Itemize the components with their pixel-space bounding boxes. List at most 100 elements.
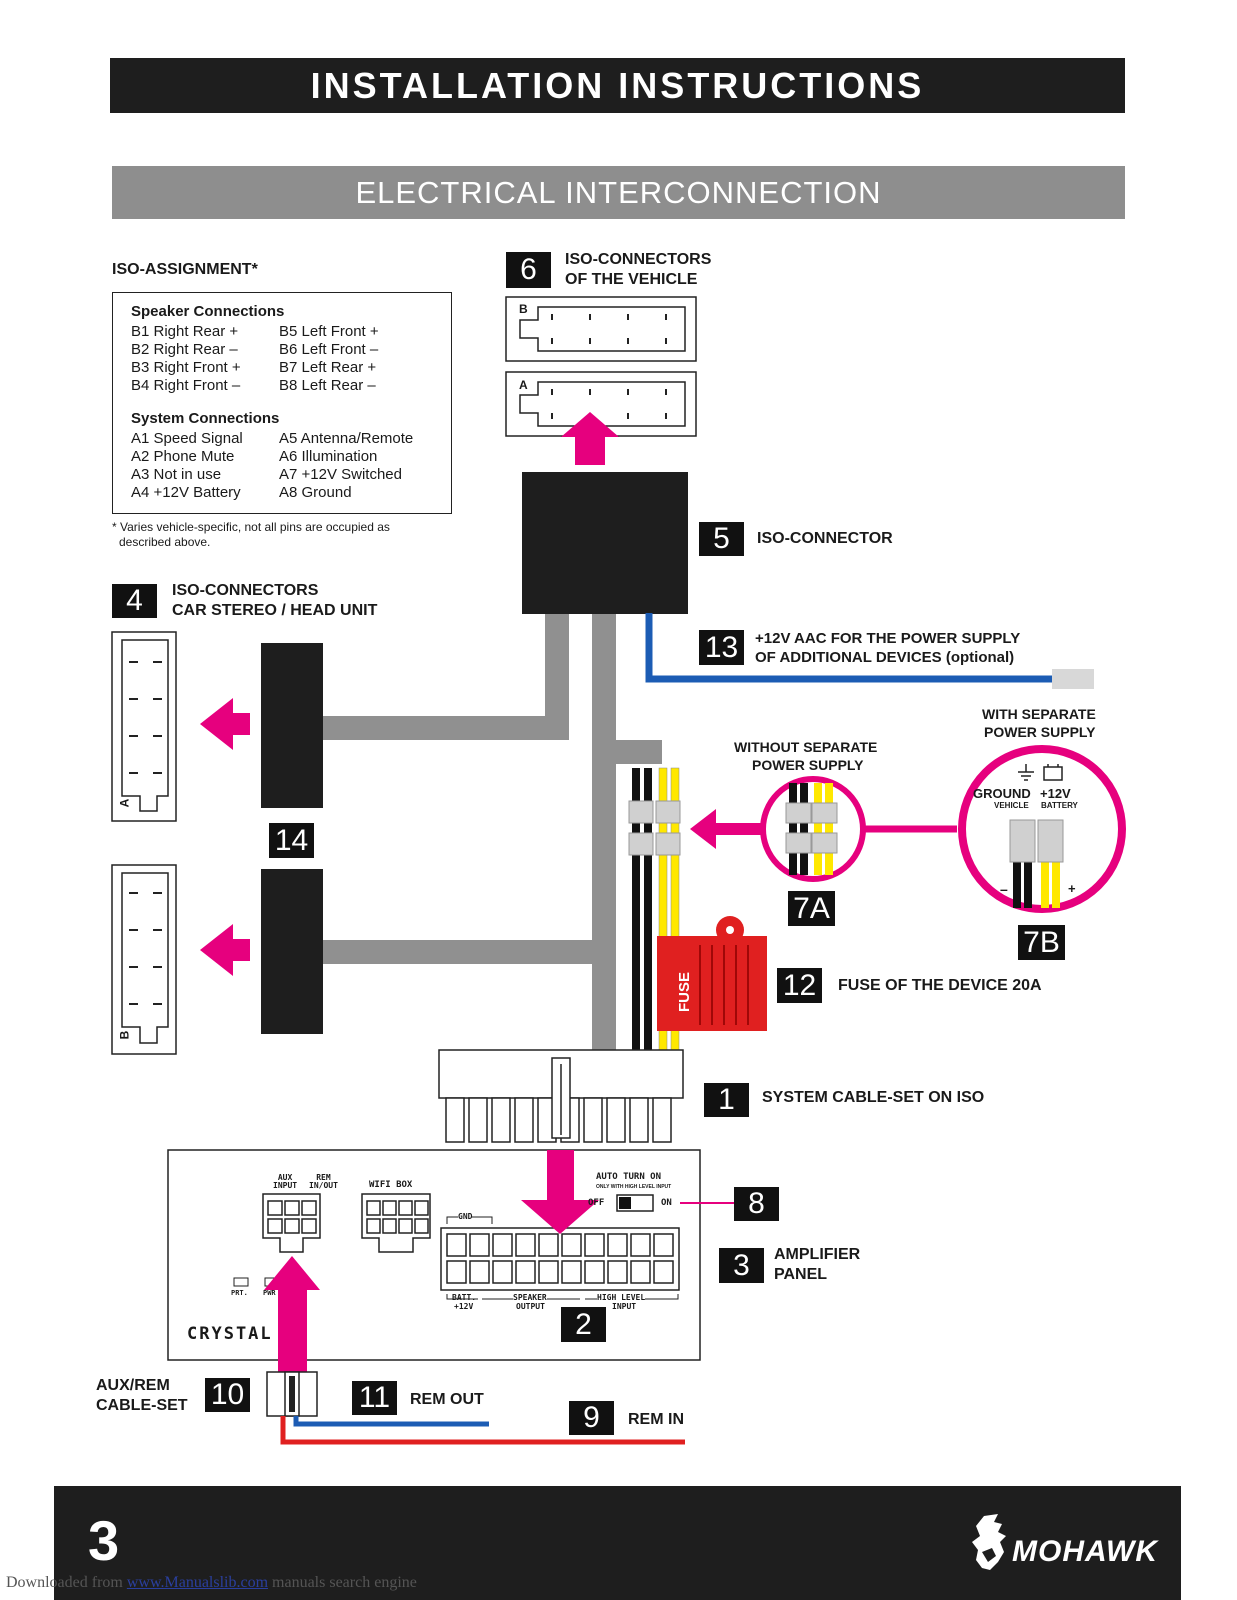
list-item: A2 Phone Mute bbox=[131, 448, 235, 465]
head-unit-plug-b bbox=[261, 869, 323, 1034]
item-number: 3 bbox=[719, 1248, 764, 1283]
speaker-label: SPEAKER bbox=[513, 1293, 547, 1302]
footnote: described above. bbox=[119, 535, 211, 549]
list-item: B8 Left Rear – bbox=[279, 377, 376, 394]
item-number: 12 bbox=[777, 968, 822, 1003]
iso-assignment-title: ISO-ASSIGNMENT* bbox=[112, 261, 258, 278]
item-number: 1 bbox=[704, 1083, 749, 1117]
gnd-label: GND bbox=[458, 1212, 473, 1221]
head-unit-plug-a bbox=[261, 643, 323, 808]
input-label: INPUT bbox=[612, 1302, 637, 1311]
aux-rem-plug bbox=[266, 1371, 318, 1417]
arrow-down-icon bbox=[521, 1150, 599, 1234]
item-label: +12V AAC FOR THE POWER SUPPLY bbox=[755, 630, 1021, 647]
iso-assignment-table: Speaker Connections B1 Right Rear + B2 R… bbox=[112, 292, 452, 514]
section-title: ELECTRICAL INTERCONNECTION bbox=[112, 166, 1125, 219]
item-number: 8 bbox=[734, 1187, 779, 1221]
item-number: 9 bbox=[569, 1401, 614, 1435]
wifi-connector bbox=[361, 1193, 431, 1253]
speaker-heading: Speaker Connections bbox=[131, 303, 285, 320]
plus12v-label: +12V bbox=[454, 1302, 474, 1311]
led-protect bbox=[233, 1277, 249, 1287]
batt-label: BATT. bbox=[452, 1293, 477, 1302]
connector-pins bbox=[551, 314, 667, 419]
head-unit-connector-a bbox=[111, 631, 177, 822]
item-label: ISO-CONNECTOR bbox=[757, 530, 893, 547]
connector-letter-a: A bbox=[519, 378, 528, 392]
aux-connector bbox=[262, 1193, 321, 1253]
arrow-left-icon bbox=[200, 924, 250, 976]
list-item: B1 Right Rear + bbox=[131, 323, 239, 340]
item-label: WITHOUT SEPARATE bbox=[734, 739, 878, 755]
minus-label: – bbox=[1000, 881, 1008, 897]
list-item: A5 Antenna/Remote bbox=[279, 430, 414, 447]
rem-out-cable bbox=[293, 1416, 489, 1427]
arrow-left-icon bbox=[200, 698, 250, 750]
vehicle-connector-b bbox=[505, 296, 697, 362]
download-suffix: manuals search engine bbox=[268, 1574, 417, 1591]
list-item: A6 Illumination bbox=[279, 448, 378, 465]
battery-label: BATTERY bbox=[1041, 801, 1078, 810]
head-unit-connector-b bbox=[111, 864, 177, 1055]
battery-icon bbox=[1043, 764, 1063, 781]
arrow-up-icon bbox=[561, 412, 619, 465]
item-label: FUSE OF THE DEVICE 20A bbox=[838, 977, 1042, 994]
item-number: 6 bbox=[506, 252, 551, 288]
footnote: * Varies vehicle-specific, not all pins … bbox=[112, 520, 390, 534]
item-label: POWER SUPPLY bbox=[984, 724, 1096, 740]
item-label: POWER SUPPLY bbox=[752, 757, 864, 773]
list-item: A8 Ground bbox=[279, 484, 352, 501]
item-number: 10 bbox=[205, 1378, 250, 1412]
download-note: Downloaded from www.Manualslib.com manua… bbox=[6, 1574, 417, 1592]
item-number: 7A bbox=[788, 891, 835, 926]
on-label: ON bbox=[661, 1198, 672, 1208]
list-item: B2 Right Rear – bbox=[131, 341, 238, 358]
item-number: 11 bbox=[352, 1381, 397, 1415]
item-label: SYSTEM CABLE-SET ON ISO bbox=[762, 1089, 985, 1106]
panel-brand: CRYSTAL bbox=[187, 1324, 273, 1344]
item-number: 13 bbox=[699, 630, 744, 665]
iso-connector-block bbox=[522, 472, 688, 614]
detail-7a bbox=[760, 776, 866, 882]
pwr-label: PWR bbox=[263, 1289, 276, 1297]
vehicle-label: VEHICLE bbox=[994, 801, 1029, 810]
prt-label: PRT. bbox=[231, 1289, 248, 1297]
vehicle-connector-a bbox=[505, 371, 697, 437]
item-label: OF THE VEHICLE bbox=[565, 271, 698, 288]
list-item: A7 +12V Switched bbox=[279, 466, 402, 483]
ground-icon bbox=[1018, 764, 1034, 781]
list-item: A3 Not in use bbox=[131, 466, 222, 483]
item-number: 7B bbox=[1018, 925, 1065, 960]
item-label: AUX/REM bbox=[96, 1377, 170, 1394]
mohawk-head-icon bbox=[972, 1514, 1006, 1570]
auto-turn-on-sub: ONLY WITH HIGH LEVEL INPUT bbox=[596, 1184, 672, 1190]
plus-label: + bbox=[1068, 881, 1076, 896]
item-label: ISO-CONNECTORS bbox=[172, 582, 319, 599]
auto-turn-on-label: AUTO TURN ON bbox=[596, 1172, 662, 1182]
high-level-label: HIGH LEVEL bbox=[597, 1293, 646, 1302]
fuse-icon bbox=[657, 916, 767, 1031]
item-label: WITH SEPARATE bbox=[982, 706, 1096, 722]
output-label: OUTPUT bbox=[516, 1302, 545, 1311]
list-item: A1 Speed Signal bbox=[131, 430, 243, 447]
item-number: 4 bbox=[112, 584, 157, 618]
page-number: 3 bbox=[88, 1509, 120, 1572]
gray-cables bbox=[315, 613, 662, 1050]
power-wires bbox=[628, 767, 681, 1051]
manualslib-link[interactable]: www.Manualslib.com bbox=[126, 1574, 269, 1591]
item-label: ISO-CONNECTORS bbox=[565, 251, 712, 268]
auto-turn-on-switch bbox=[616, 1194, 654, 1212]
download-prefix: Downloaded from bbox=[6, 1574, 127, 1591]
list-item: B4 Right Front – bbox=[131, 377, 241, 394]
ground-label: GROUND bbox=[973, 786, 1031, 801]
panel-main-connector bbox=[440, 1227, 680, 1291]
list-item: B6 Left Front – bbox=[279, 341, 379, 358]
item-number: 14 bbox=[269, 823, 314, 858]
off-label: OFF bbox=[588, 1198, 605, 1208]
arrow-left-icon bbox=[690, 809, 762, 849]
item-label: PANEL bbox=[774, 1266, 828, 1283]
item-label: CAR STEREO / HEAD UNIT bbox=[172, 602, 378, 619]
arrow-up-icon bbox=[264, 1256, 320, 1375]
list-item: B7 Left Rear + bbox=[279, 359, 377, 376]
